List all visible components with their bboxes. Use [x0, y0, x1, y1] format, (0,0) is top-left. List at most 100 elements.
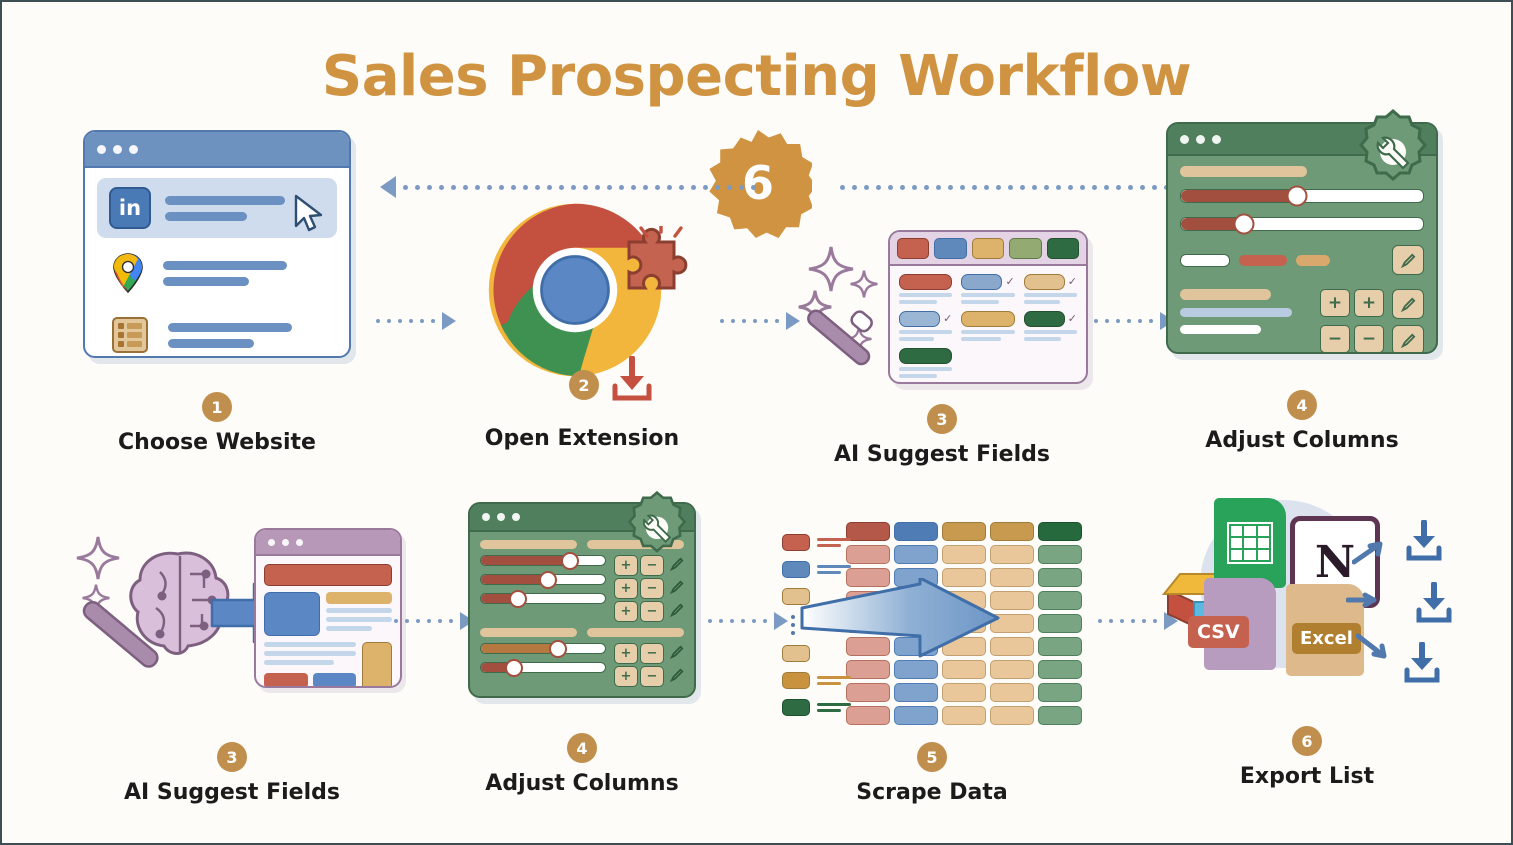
step-adjust-columns-bottom[interactable]: + − + − + −: [452, 490, 712, 796]
list-item[interactable]: [97, 308, 337, 356]
column-width-slider[interactable]: [480, 570, 606, 589]
field-subline: [1023, 293, 1077, 297]
text-line: [264, 660, 334, 665]
step-export-list[interactable]: N CSV Excel: [1157, 492, 1457, 789]
grid-header-cell: [894, 522, 938, 541]
window-dot-icon: [97, 144, 106, 154]
column-width-slider[interactable]: [480, 589, 606, 608]
setting-label: [587, 628, 684, 637]
color-chip: [1009, 237, 1042, 259]
step-choose-website[interactable]: in: [72, 130, 362, 455]
decrease-button[interactable]: −: [640, 601, 664, 622]
slider-knob[interactable]: [561, 551, 580, 570]
sparkle-icon: [850, 270, 878, 298]
field-pill: [1023, 311, 1065, 327]
window-dot-icon: [268, 538, 275, 546]
increase-button[interactable]: +: [1320, 289, 1350, 317]
pencil-icon[interactable]: [670, 578, 684, 596]
slider-knob[interactable]: [1233, 213, 1255, 235]
total-steps-badge: 6: [704, 130, 812, 238]
decrease-button[interactable]: −: [1320, 325, 1350, 352]
check-icon: ✓: [943, 313, 953, 325]
pencil-icon[interactable]: [670, 666, 684, 684]
column-width-slider[interactable]: [480, 639, 606, 658]
step-scrape-data[interactable]: 5 Scrape Data: [772, 522, 1092, 805]
download-icon: [609, 355, 655, 404]
step-ai-suggest-fields-top[interactable]: ✓ ✓: [792, 222, 1092, 467]
pencil-icon[interactable]: [670, 601, 684, 619]
csv-label: CSV: [1188, 616, 1249, 648]
field-row: ✓ ✓: [899, 274, 1077, 304]
decrease-button[interactable]: −: [640, 578, 664, 599]
setting-label: [1180, 289, 1271, 300]
field-pill: [961, 311, 1015, 327]
grid-cell: [990, 706, 1034, 725]
grid-cell: [1038, 568, 1082, 587]
window-dot-icon: [512, 513, 520, 521]
toggle-track[interactable]: [1180, 325, 1261, 334]
grid-cell: [1038, 637, 1082, 656]
field-cell[interactable]: ✓: [1023, 274, 1077, 304]
list-item[interactable]: in: [97, 178, 337, 238]
step-number-badge: 4: [567, 733, 597, 763]
text-bar: [165, 211, 247, 221]
setting-label: [587, 540, 684, 549]
decrease-button[interactable]: −: [1354, 325, 1384, 352]
grid-cell: [942, 683, 986, 702]
color-chip: [897, 237, 930, 259]
slider-fill: [481, 663, 515, 672]
slider-knob[interactable]: [505, 658, 524, 677]
list-item[interactable]: [97, 244, 337, 302]
increase-button[interactable]: +: [614, 555, 638, 576]
download-icon[interactable]: [1414, 581, 1454, 624]
column-width-slider[interactable]: [480, 551, 606, 570]
field-cell[interactable]: [961, 311, 1015, 341]
download-icon[interactable]: [1402, 641, 1442, 684]
slider-knob[interactable]: [509, 589, 528, 608]
list-item: [782, 699, 851, 716]
gear-wrench-icon: [627, 490, 687, 553]
field-cell[interactable]: [899, 348, 953, 378]
grid-header-cell: [942, 522, 986, 541]
increase-button[interactable]: +: [614, 601, 638, 622]
column-width-slider[interactable]: [480, 658, 606, 677]
decrease-button[interactable]: −: [640, 555, 664, 576]
step-number-badge: 1: [202, 392, 232, 422]
edit-pencil-button[interactable]: [1392, 289, 1424, 319]
decrease-button[interactable]: −: [640, 643, 664, 664]
step-label: Choose Website: [118, 430, 316, 455]
step-open-extension[interactable]: 2 Open Extension: [472, 202, 692, 451]
field-cell[interactable]: ✓: [961, 274, 1015, 304]
sparkle-icon: [76, 536, 120, 580]
slider-knob[interactable]: [1286, 185, 1308, 207]
connector-step2-step3: [720, 312, 800, 330]
edit-pencil-button[interactable]: [1392, 325, 1424, 352]
arrow-right-icon: [442, 312, 456, 330]
edit-pencil-button[interactable]: [1392, 245, 1424, 275]
column-width-slider[interactable]: [1180, 185, 1424, 207]
toggle-track[interactable]: [1180, 308, 1292, 317]
increase-button[interactable]: +: [614, 643, 638, 664]
download-icon[interactable]: [1404, 519, 1444, 562]
pencil-icon[interactable]: [670, 555, 684, 573]
step-adjust-columns-top[interactable]: + + − −: [1152, 109, 1452, 453]
list-chip: [782, 534, 810, 551]
field-cell[interactable]: ✓: [899, 311, 953, 341]
field-cell[interactable]: ✓: [1023, 311, 1077, 341]
slider-knob[interactable]: [538, 570, 557, 589]
column-width-slider[interactable]: [1180, 213, 1424, 235]
increase-button[interactable]: +: [614, 666, 638, 687]
slider-knob[interactable]: [548, 639, 567, 658]
csv-file-icon: CSV: [1188, 578, 1276, 670]
increase-button[interactable]: +: [1354, 289, 1384, 317]
increase-button[interactable]: +: [614, 578, 638, 599]
pencil-icon[interactable]: [670, 643, 684, 661]
decrease-button[interactable]: −: [640, 666, 664, 687]
content-block: [362, 642, 392, 686]
field-cell[interactable]: [899, 274, 953, 304]
grid-cell: [990, 545, 1034, 564]
browser-titlebar: [85, 132, 349, 168]
grid-cell: [990, 591, 1034, 610]
slider-fill: [481, 575, 548, 584]
step-ai-suggest-fields-bottom[interactable]: 3 AI Suggest Fields: [62, 522, 402, 805]
